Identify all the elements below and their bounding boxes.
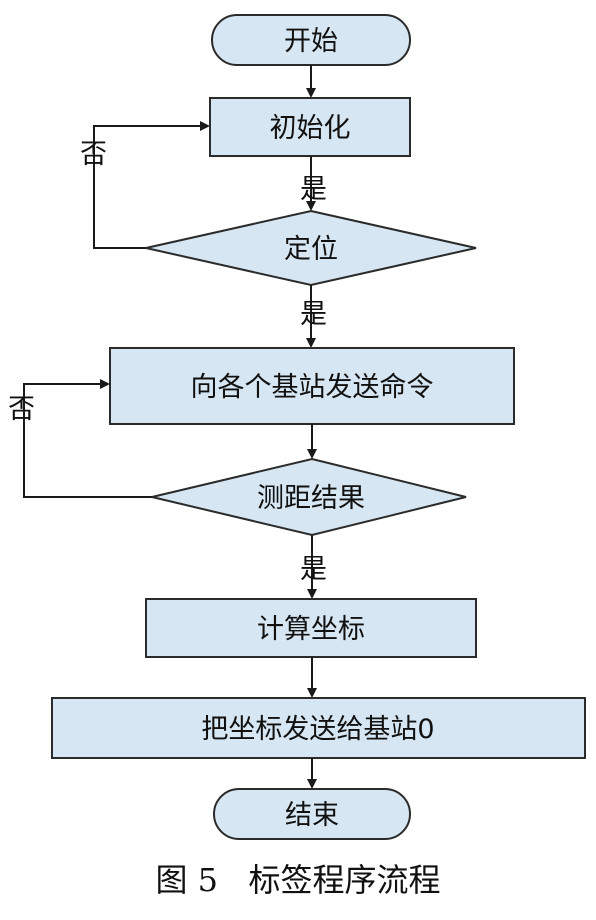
compute-box: 计算坐标 xyxy=(145,598,477,658)
init-label: 初始化 xyxy=(270,113,351,144)
send-command-box: 向各个基站发送命令 xyxy=(109,347,515,425)
figure-number: 图 5 xyxy=(155,861,218,899)
send-coord-box: 把坐标发送给基站0 xyxy=(51,697,586,759)
send-coord-label: 把坐标发送给基站0 xyxy=(201,714,434,745)
edge-label-no-2: 否 xyxy=(8,394,35,425)
edge-label-yes-2: 是 xyxy=(300,299,327,330)
loop-range-to-send xyxy=(23,379,152,498)
send-command-label: 向各个基站发送命令 xyxy=(191,372,434,403)
start-terminal: 开始 xyxy=(211,14,411,66)
edge-label-yes-3: 是 xyxy=(300,554,327,585)
flowchart: 开始 初始化 是 定位 否 是 向各个基站发送命令 测距结果 否 是 计算坐标 xyxy=(8,14,586,840)
locate-decision: 定位 xyxy=(145,209,477,287)
init-box: 初始化 xyxy=(209,97,411,157)
edge-label-yes-1: 是 xyxy=(300,174,327,205)
compute-label: 计算坐标 xyxy=(257,614,365,645)
edge-label-no-1: 否 xyxy=(80,139,107,170)
end-label: 结束 xyxy=(285,800,339,831)
range-result-label: 测距结果 xyxy=(257,483,365,514)
figure-caption: 图 5 标签程序流程 xyxy=(0,860,596,900)
range-result-decision: 测距结果 xyxy=(151,457,467,537)
figure-title: 标签程序流程 xyxy=(248,861,441,899)
loop-locate-to-init xyxy=(93,121,210,249)
start-label: 开始 xyxy=(284,26,338,57)
locate-label: 定位 xyxy=(284,234,338,265)
end-terminal: 结束 xyxy=(213,788,411,840)
